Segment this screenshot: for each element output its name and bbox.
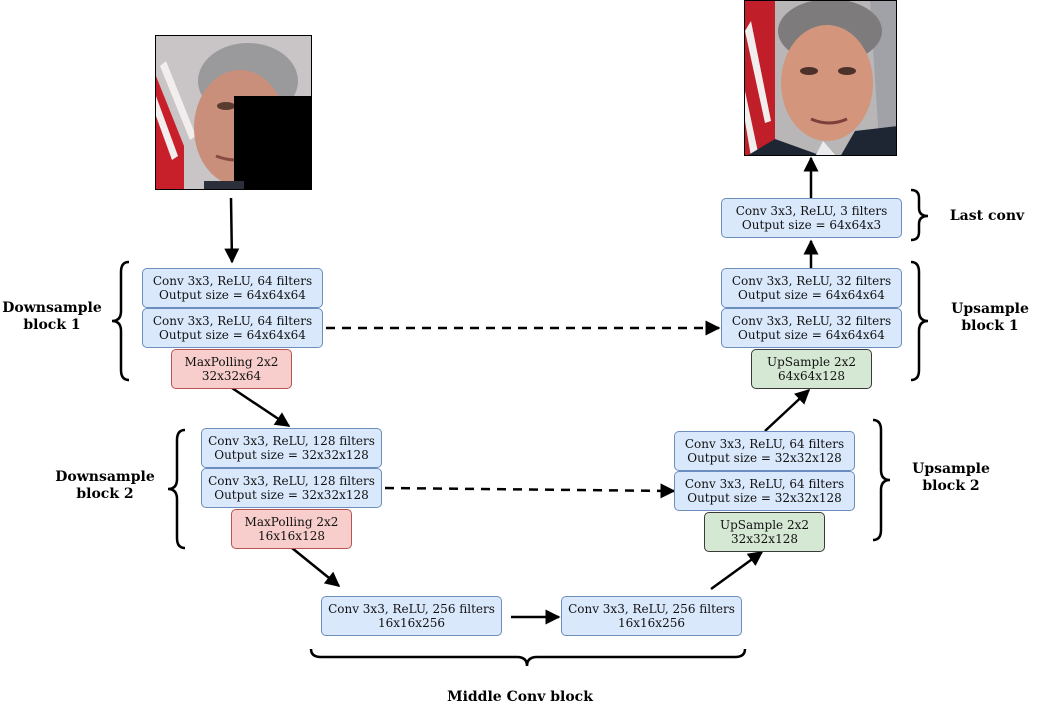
group-label-line: Upsample — [951, 301, 1029, 317]
block-output-size: Output size = 64x64x64 — [159, 288, 306, 302]
brace-down1 — [111, 260, 130, 382]
block-output-size: 16x16x128 — [258, 529, 325, 543]
block-title: Conv 3x3, ReLU, 128 filters — [208, 434, 375, 448]
block-title: Conv 3x3, ReLU, 64 filters — [152, 314, 313, 328]
block-title: UpSample 2x2 — [766, 355, 857, 369]
block-output-size: Output size = 32x32x128 — [214, 448, 369, 462]
brace-up2 — [872, 418, 891, 542]
block-title: Conv 3x3, ReLU, 256 filters — [568, 602, 735, 616]
output-image — [744, 0, 897, 156]
up2-group-label: Upsample block 2 — [900, 461, 1002, 495]
block-output-size: Output size = 64x64x3 — [741, 218, 882, 232]
block-title: Conv 3x3, ReLU, 64 filters — [152, 274, 313, 288]
group-label-line: Downsample — [2, 300, 102, 316]
group-label-line: Upsample — [912, 461, 990, 477]
brace-down2 — [167, 428, 186, 550]
reconstructed-face-photo-icon — [745, 1, 896, 155]
group-label-line: block 2 — [922, 478, 980, 494]
block-output-size: 16x16x256 — [378, 616, 445, 630]
arrow-up2-to-up1 — [764, 388, 811, 432]
group-label-line: block 1 — [23, 317, 81, 333]
block-title: Conv 3x3, ReLU, 64 filters — [684, 477, 845, 491]
down2-conv1-block: Conv 3x3, ReLU, 128 filters Output size … — [201, 428, 382, 468]
down1-group-label: Downsample block 1 — [0, 300, 104, 334]
block-title: MaxPolling 2x2 — [244, 515, 339, 529]
block-title: Conv 3x3, ReLU, 32 filters — [731, 274, 892, 288]
up2-conv1-block: Conv 3x3, ReLU, 64 filters Output size =… — [674, 431, 855, 471]
down1-conv1-block: Conv 3x3, ReLU, 64 filters Output size =… — [142, 268, 323, 308]
up1-group-label: Upsample block 1 — [940, 301, 1040, 335]
block-output-size: Output size = 32x32x128 — [214, 488, 369, 502]
skip-connection-2 — [384, 483, 676, 499]
arrow-middle-to-up2 — [710, 550, 764, 591]
up1-conv2-block: Conv 3x3, ReLU, 32 filters Output size =… — [721, 308, 902, 348]
middle-conv1-block: Conv 3x3, ReLU, 256 filters 16x16x256 — [321, 596, 502, 636]
block-output-size: Output size = 64x64x64 — [738, 288, 885, 302]
block-title: Conv 3x3, ReLU, 256 filters — [328, 602, 495, 616]
up1-conv1-block: Conv 3x3, ReLU, 32 filters Output size =… — [721, 268, 902, 308]
last-conv-block: Conv 3x3, ReLU, 3 filters Output size = … — [721, 198, 902, 238]
brace-last — [910, 188, 929, 242]
masked-face-photo-icon — [156, 36, 311, 189]
block-title: UpSample 2x2 — [719, 518, 810, 532]
arrow-down2-to-middle — [291, 547, 341, 587]
block-title: Conv 3x3, ReLU, 64 filters — [684, 437, 845, 451]
block-output-size: Output size = 64x64x64 — [738, 328, 885, 342]
block-output-size: Output size = 32x32x128 — [687, 491, 842, 505]
block-title: Conv 3x3, ReLU, 32 filters — [731, 314, 892, 328]
block-output-size: 64x64x128 — [778, 369, 845, 383]
group-label-line: block 1 — [961, 318, 1019, 334]
block-title: Conv 3x3, ReLU, 3 filters — [735, 204, 888, 218]
down1-maxpool-block: MaxPolling 2x2 32x32x64 — [171, 349, 292, 389]
down2-maxpool-block: MaxPolling 2x2 16x16x128 — [231, 509, 352, 549]
block-title: MaxPolling 2x2 — [184, 355, 279, 369]
input-image — [155, 35, 312, 190]
block-output-size: Output size = 64x64x64 — [159, 328, 306, 342]
block-output-size: 16x16x256 — [618, 616, 685, 630]
middle-conv2-block: Conv 3x3, ReLU, 256 filters 16x16x256 — [561, 596, 742, 636]
up2-conv2-block: Conv 3x3, ReLU, 64 filters Output size =… — [674, 471, 855, 511]
down1-conv2-block: Conv 3x3, ReLU, 64 filters Output size =… — [142, 308, 323, 348]
last-conv-group-label: Last conv — [937, 208, 1037, 225]
group-label-line: block 2 — [76, 486, 134, 502]
brace-middle — [309, 648, 747, 667]
brace-up1 — [910, 260, 929, 382]
block-output-size: Output size = 32x32x128 — [687, 451, 842, 465]
block-output-size: 32x32x128 — [731, 532, 798, 546]
block-title: Conv 3x3, ReLU, 128 filters — [208, 474, 375, 488]
block-output-size: 32x32x64 — [201, 369, 262, 383]
arrow-input-to-down1 — [224, 197, 240, 264]
middle-group-label: Middle Conv block — [420, 689, 620, 706]
group-label-line: Last conv — [949, 208, 1025, 224]
up1-upsample-block: UpSample 2x2 64x64x128 — [751, 349, 872, 389]
down2-group-label: Downsample block 2 — [50, 469, 160, 503]
group-label-line: Middle Conv block — [447, 689, 593, 705]
up2-upsample-block: UpSample 2x2 32x32x128 — [704, 512, 825, 552]
arrow-down1-to-down2 — [231, 386, 291, 428]
group-label-line: Downsample — [55, 469, 155, 485]
down2-conv2-block: Conv 3x3, ReLU, 128 filters Output size … — [201, 468, 382, 508]
